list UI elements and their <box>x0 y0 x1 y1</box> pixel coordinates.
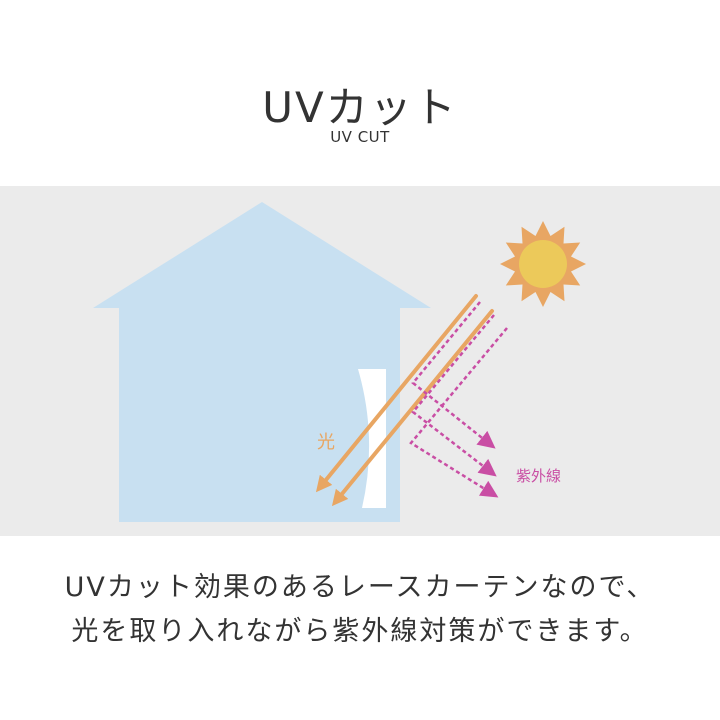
sun-icon <box>500 221 586 307</box>
uv-arrow <box>409 327 508 498</box>
uv-arrow <box>411 301 496 449</box>
diagram-canvas: 光 紫外線 <box>93 202 586 522</box>
uv-label: 紫外線 <box>516 467 561 485</box>
page-title: UVカット <box>262 83 458 132</box>
caption-line-2: 光を取り入れながら紫外線対策ができます。 <box>71 616 649 647</box>
uv-cut-diagram: 光 紫外線 <box>0 186 720 536</box>
light-arrow <box>315 294 478 493</box>
uv-arrow <box>411 314 497 477</box>
caption-line-1: UVカット効果のあるレースカーテンなので、 <box>64 572 656 603</box>
curtain-icon <box>358 369 386 508</box>
house-icon <box>93 202 431 522</box>
light-arrow <box>331 309 494 507</box>
page-subtitle: UV CUT <box>330 128 390 146</box>
light-label: 光 <box>317 432 335 453</box>
light-arrows <box>315 294 494 507</box>
uv-arrows <box>409 301 508 498</box>
caption: UVカット効果のあるレースカーテンなので、 光を取り入れながら紫外線対策ができま… <box>0 566 720 654</box>
